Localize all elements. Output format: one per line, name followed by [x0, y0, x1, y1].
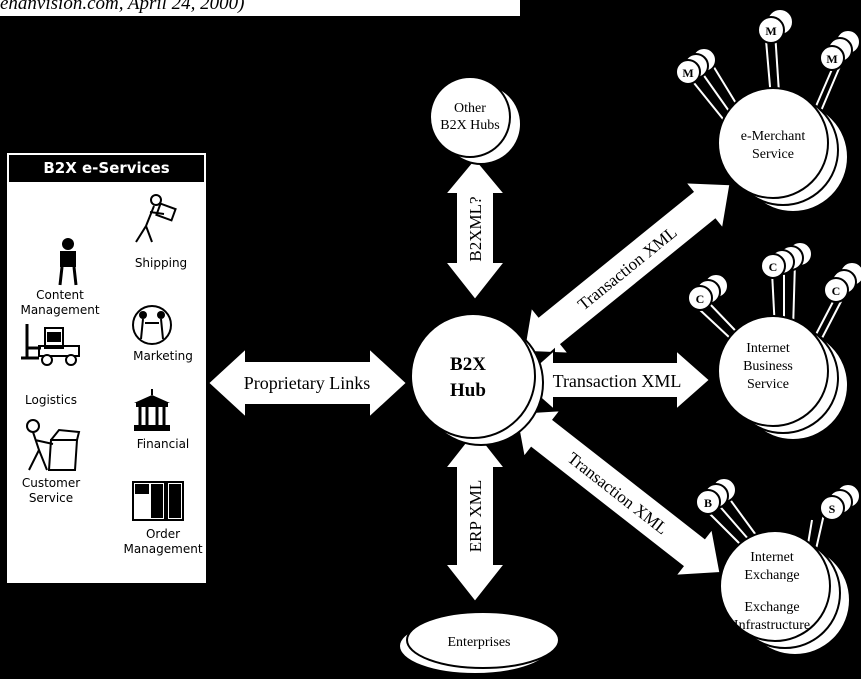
financial-label: Financial: [136, 437, 190, 451]
shipping-label: Shipping: [134, 256, 188, 270]
svg-text:M: M: [682, 66, 693, 80]
internet-business-cluster: Internet Business Service C C C: [687, 241, 861, 441]
b2x-e-services-panel: B2X e-Services Shipping Content Manageme…: [7, 153, 206, 583]
merchant-badge-3: M: [819, 29, 861, 71]
person-icon: [58, 238, 78, 286]
e-merchant-cluster: e-Merchant Service M M M: [675, 8, 861, 213]
figure-caption: ehanvision.com, April 24, 2000): [0, 0, 520, 16]
exchange-label-1: Internet: [750, 550, 794, 565]
transaction-xml-merchant-arrow: [522, 181, 732, 355]
business-label-2: Business: [743, 359, 793, 374]
merchant-label-2: Service: [752, 147, 794, 162]
consumer-badge-3: C: [823, 261, 861, 303]
marketing-label: Marketing: [133, 349, 193, 363]
svg-text:C: C: [769, 260, 778, 274]
customer-service-label-1: Customer: [21, 476, 81, 490]
customer-service-icon: [26, 419, 81, 471]
content-management-label-2: Management: [20, 303, 100, 317]
exchange-label-4: Infrastructure: [734, 618, 810, 633]
other-hubs-label-2: B2X Hubs: [440, 118, 500, 133]
proprietary-links-label: Proprietary Links: [244, 373, 370, 393]
business-label-3: Service: [747, 377, 789, 392]
proprietary-links-arrow: [206, 345, 409, 421]
panel-title: B2X e-Services: [9, 155, 204, 182]
seller-badge: S: [819, 483, 861, 521]
order-management-label-2: Management: [123, 542, 203, 556]
b2xml-arrow: [442, 156, 508, 302]
svg-text:M: M: [826, 52, 837, 66]
order-management-icon: [132, 481, 184, 521]
buyer-badge: B: [695, 477, 737, 515]
erp-xml-arrow: [442, 428, 508, 604]
transaction-xml-exchange-arrow: [514, 409, 722, 577]
customer-service-label-2: Service: [28, 491, 74, 505]
business-label-1: Internet: [746, 341, 790, 356]
transaction-xml-business-label: Transaction XML: [553, 371, 682, 391]
other-hubs-label-1: Other: [454, 101, 486, 116]
order-management-label-1: Order: [145, 527, 181, 541]
content-management-label-1: Content: [36, 288, 84, 302]
shipping-icon: [135, 194, 177, 243]
svg-text:M: M: [765, 24, 776, 38]
consumer-badge-2: C: [760, 241, 813, 279]
logistics-label: Logistics: [25, 393, 77, 407]
exchange-label-3: Exchange: [744, 600, 799, 615]
merchant-badge-1: M: [675, 47, 717, 85]
merchant-label-1: e-Merchant: [741, 129, 806, 144]
svg-text:C: C: [696, 292, 705, 306]
b2x-hub: B2X Hub: [410, 313, 544, 446]
transaction-xml-business-arrow: [518, 347, 712, 413]
exchange-label-2: Exchange: [744, 568, 799, 583]
internet-exchange-cluster: Internet Exchange Exchange Infrastructur…: [695, 477, 861, 656]
marketing-icon: [132, 305, 172, 345]
merchant-badge-2: M: [757, 8, 794, 44]
svg-text:C: C: [832, 284, 841, 298]
other-b2x-hubs-node: Other B2X Hubs: [429, 76, 522, 165]
svg-text:B: B: [704, 496, 712, 510]
hub-label-line1: B2X: [450, 354, 486, 375]
transaction-xml-exchange-label: Transaction XML: [564, 448, 672, 538]
svg-text:S: S: [829, 502, 836, 516]
enterprises-node: Enterprises: [398, 611, 560, 675]
consumer-badge-1: C: [687, 273, 729, 311]
transaction-xml-merchant-label: Transaction XML: [574, 223, 681, 314]
erp-xml-label: ERP XML: [466, 480, 485, 553]
enterprises-label: Enterprises: [448, 635, 511, 650]
b2xml-label: B2XML?: [466, 196, 485, 261]
bank-icon: [134, 389, 170, 431]
hub-label-line2: Hub: [450, 380, 486, 401]
forklift-icon: [21, 324, 80, 366]
